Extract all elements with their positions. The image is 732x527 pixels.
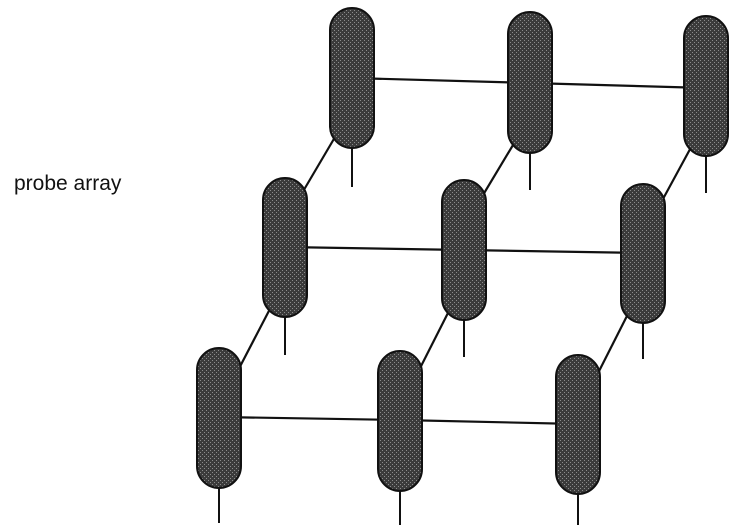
probe <box>329 7 375 149</box>
connector-line <box>399 418 579 426</box>
connector-line <box>529 81 707 90</box>
probes <box>196 7 729 495</box>
probe <box>620 183 666 324</box>
probe <box>555 354 601 495</box>
probe <box>507 11 553 154</box>
connector-line <box>463 248 644 255</box>
probe-pins <box>218 147 707 525</box>
probe <box>196 347 242 489</box>
connector-line <box>218 415 401 422</box>
probe <box>262 177 308 318</box>
probe <box>377 350 423 492</box>
probe-array-label: probe array <box>14 172 122 195</box>
probe <box>441 179 487 321</box>
connector-line <box>351 76 531 85</box>
probe <box>683 15 729 157</box>
connector-line <box>284 245 465 252</box>
